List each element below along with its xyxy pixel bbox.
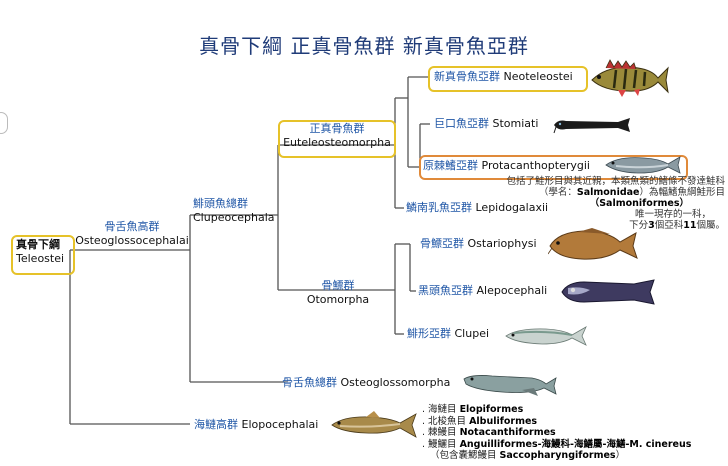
note-line5-b2: 11 — [683, 220, 697, 231]
salmonidae-note-line3: （Salmoniformes） — [506, 198, 725, 209]
note-line2-bold: Salmonidae — [576, 187, 640, 198]
node-elopocephalai: 海鰱高群 Elopocephalai — [194, 418, 318, 432]
salmonidae-note-line5: 下分3個亞科11個屬。 — [506, 220, 725, 231]
order-en: Anguilliformes — [459, 438, 538, 450]
leaf-stomiati-en: Stomiati — [492, 117, 539, 130]
node-osteoglossomorpha-cn: 骨舌魚總群 — [282, 376, 337, 389]
leaf-lepidogalaxii-en: Lepidogalaxii — [475, 201, 549, 214]
leaf-clupei: 鯡形亞群 Clupei — [407, 327, 489, 341]
elopocephalai-orders-list: . 海鰱目 Elopiformes . 北梭魚目 Albuliformes . … — [422, 404, 691, 462]
node-elopocephalai-en: Elopocephalai — [241, 418, 319, 431]
perch-fish-icon — [591, 59, 669, 97]
node-osteoglossocephalai-cn: 骨舌魚高群 — [104, 220, 160, 233]
order-last-post: ） — [615, 450, 626, 461]
leaf-ostariophysi: 骨鰾亞群 Ostariophysi — [420, 237, 537, 251]
order-cn: . 鰻鱺目 — [422, 438, 460, 450]
leaf-clupei-en: Clupei — [454, 327, 490, 340]
order-en: Elopiformes — [459, 404, 524, 415]
leaf-protacanthopterygii-en: Protacanthopterygii — [481, 159, 590, 172]
node-clupeocephala: 鯡頭魚總群 Clupeocephala — [193, 197, 275, 225]
leaf-alepocephali-cn: 黑頭魚亞群 — [418, 284, 473, 297]
node-teleostei-en: Teleostei — [16, 252, 65, 265]
node-teleostei-cn: 真骨下綱 — [16, 238, 60, 251]
order-item: . 鰻鱺目 Anguilliformes-海鰻科-海鱔屬-海鱔-M. ciner… — [422, 439, 691, 451]
salmonidae-note-line2: （學名：Salmonidae）為輻鰭魚綱鮭形目 — [506, 187, 725, 198]
node-clupeocephala-en: Clupeocephala — [193, 211, 275, 224]
highlight-box-teleostei — [11, 235, 75, 275]
note-line5-b1: 3 — [648, 220, 655, 231]
leaf-protacanthopterygii: 原棘鰭亞群 Protacanthopterygii — [423, 159, 590, 173]
highlight-box-euteleosteomorpha — [278, 120, 396, 158]
slickhead-fish-icon — [561, 279, 655, 305]
note-line2-post: ）為輻鰭魚綱鮭形目 — [639, 187, 725, 198]
note-line3-bold: （Salmoniformes） — [589, 198, 689, 209]
leaf-neoteleostei-en: Neoteleostei — [503, 70, 573, 83]
order-last-bold: Saccopharyngiformes — [499, 450, 616, 461]
node-euteleosteomorpha-en: Euteleosteomorpha — [283, 136, 391, 149]
leaf-stomiati: 巨口魚亞群 Stomiati — [434, 117, 538, 131]
order-item: . 棘鰻目 Notacanthiformes — [422, 427, 691, 439]
note-line5-post: 個屬。 — [696, 220, 725, 231]
note-line5-pre: 下分 — [629, 220, 649, 231]
order-item: . 北梭魚目 Albuliformes — [422, 416, 691, 428]
herring-fish-icon — [505, 326, 587, 346]
order-last-pre: （包含囊鰓鰻目 — [430, 450, 500, 461]
node-otomorpha-cn: 骨鰾群 — [321, 279, 355, 292]
node-osteoglossocephalai-en: Osteoglossocephalai — [75, 234, 189, 247]
ladyfish-icon — [331, 411, 417, 438]
node-otomorpha-en: Otomorpha — [306, 293, 370, 306]
node-elopocephalai-cn: 海鰱高群 — [194, 418, 238, 431]
order-cn: . 北梭魚目 — [422, 415, 470, 427]
leaf-clupei-cn: 鯡形亞群 — [407, 327, 451, 340]
leaf-stomiati-cn: 巨口魚亞群 — [434, 117, 489, 130]
highlight-box-neoteleostei — [428, 66, 588, 92]
note-line2-pre: （學名： — [538, 187, 577, 198]
order-en: Albuliformes — [469, 415, 538, 427]
page-title: 真骨下綱 正真骨魚群 新真骨魚亞群 — [199, 34, 529, 58]
leaf-lepidogalaxii-cn: 鱗南乳魚亞群 — [406, 201, 472, 214]
order-item: （包含囊鰓鰻目 Saccopharyngiformes） — [422, 450, 691, 462]
node-teleostei: 真骨下綱 Teleostei — [16, 238, 64, 266]
order-en: Notacanthiformes — [459, 427, 556, 438]
leaf-protacanthopterygii-cn: 原棘鰭亞群 — [423, 159, 478, 172]
dragonfish-icon — [553, 118, 630, 134]
leaf-alepocephali-en: Alepocephali — [476, 284, 548, 297]
order-cn: . 海鰱目 — [422, 404, 460, 415]
note-line5-mid: 個亞科 — [654, 220, 684, 231]
salmon-fish-icon — [605, 156, 681, 174]
leaf-ostariophysi-en: Ostariophysi — [467, 237, 537, 250]
highlight-box-protacanthopterygii — [419, 155, 688, 180]
arowana-fish-icon — [463, 375, 557, 396]
leaf-alepocephali: 黑頭魚亞群 Alepocephali — [418, 284, 547, 298]
order-cn: . 棘鰻目 — [422, 427, 460, 438]
leaf-lepidogalaxii: 鱗南乳魚亞群 Lepidogalaxii — [406, 201, 548, 215]
node-clupeocephala-cn: 鯡頭魚總群 — [193, 197, 248, 210]
leaf-ostariophysi-cn: 骨鰾亞群 — [420, 237, 464, 250]
salmonidae-note: 包括了鮭形目與其近親，本類魚類的鰭條不發達鮭科 （學名：Salmonidae）為… — [506, 176, 725, 231]
node-osteoglossomorpha: 骨舌魚總群 Osteoglossomorpha — [282, 376, 450, 390]
order-item: . 海鰱目 Elopiformes — [422, 404, 691, 416]
leaf-neoteleostei-cn: 新真骨魚亞群 — [434, 70, 500, 83]
node-euteleosteomorpha: 正真骨魚群 Euteleosteomorpha — [282, 122, 392, 150]
salmonidae-note-line4: 唯一現存的一科， — [634, 209, 711, 220]
carp-fish-icon — [548, 228, 638, 260]
node-otomorpha: 骨鰾群 Otomorpha — [300, 279, 376, 307]
node-osteoglossomorpha-en: Osteoglossomorpha — [340, 376, 451, 389]
order-extra: -海鰻科-海鱔屬-海鱔-M. cinereus — [537, 438, 692, 450]
leaf-neoteleostei: 新真骨魚亞群 Neoteleostei — [434, 70, 573, 84]
node-euteleosteomorpha-cn: 正真骨魚群 — [309, 122, 365, 135]
salmonidae-note-line1: 包括了鮭形目與其近親，本類魚類的鰭條不發達鮭科 — [506, 176, 725, 187]
node-osteoglossocephalai: 骨舌魚高群 Osteoglossocephalai — [73, 220, 191, 248]
